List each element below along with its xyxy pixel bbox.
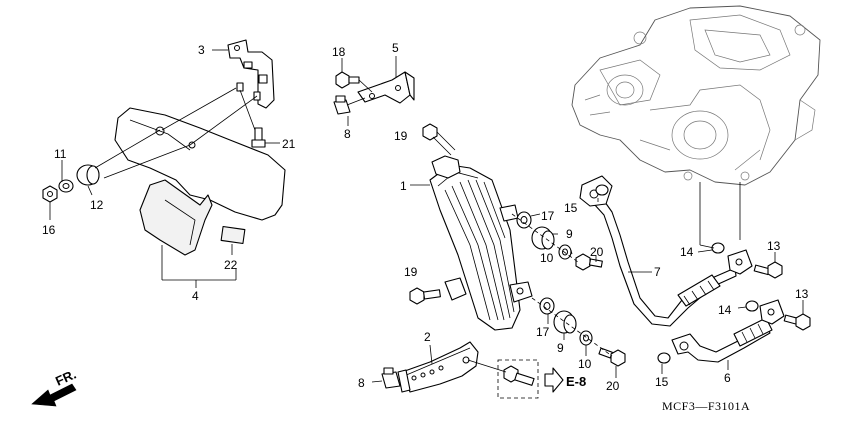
left-leaders [49,49,280,288]
grommet-9-upper [531,226,555,250]
clip-nut-8-top [333,95,351,115]
callout-3: 3 [198,43,205,57]
clip-nut-8-bottom [381,367,401,389]
bracket-3 [227,39,275,109]
collar-11 [58,179,74,193]
front-direction-label: FR. [53,367,78,389]
washer-17-upper [516,211,532,229]
nut-16 [42,185,58,203]
oil-pipe-6 [671,299,785,370]
engine-block [571,5,821,186]
callout-10-upper: 10 [540,251,554,265]
bolt-21 [251,127,266,148]
oil-pipe-7 [579,175,753,327]
bracket-2-leaders [371,344,507,383]
o-ring-15-upper [595,184,609,196]
reference-label: E-8 [566,374,586,389]
callout-11: 11 [54,147,67,161]
callout-16: 16 [42,223,56,237]
bracket-5-leaders [341,56,397,126]
washer-17-lower [539,297,555,315]
bolt-20-lower [598,347,626,367]
callout-9-upper: 9 [566,227,573,241]
pipe-leaders [597,182,804,374]
callout-21: 21 [282,137,296,151]
lower-axis [531,297,613,357]
reference-arrow-icon [544,367,564,393]
callout-1: 1 [400,179,407,193]
callout-20-lower: 20 [606,379,620,393]
callout-12: 12 [90,198,104,212]
callout-15-upper: 15 [564,201,578,215]
callout-13-lower: 13 [795,287,809,301]
oil-cooler-1 [429,155,533,331]
callout-15-lower: 15 [655,375,669,389]
seal-22 [220,225,246,245]
bolt-19-top [422,123,456,156]
grommet-9-lower [553,310,577,334]
callout-6: 6 [724,371,731,385]
callout-5: 5 [392,41,399,55]
front-arrow-icon [31,383,77,407]
grommet-12 [76,164,100,186]
bracket-2 [397,341,479,393]
callout-labels: 3 18 5 8 21 19 11 12 16 1 15 17 9 10 20 … [42,41,809,393]
callout-7: 7 [654,265,661,279]
callout-17-lower: 17 [536,325,550,339]
o-ring-15-lower [657,352,671,364]
callout-10-lower: 10 [578,357,592,371]
callout-8-top: 8 [344,127,351,141]
callout-14-lower: 14 [718,303,732,317]
callout-22: 22 [224,258,238,272]
callout-17-upper: 17 [541,209,555,223]
callout-19-top: 19 [394,129,408,143]
bolt-20-upper [575,253,603,271]
o-ring-14-lower [745,300,759,312]
cover-plate-4 [114,107,286,221]
bolt-18 [335,71,360,89]
bolt-13-lower [783,313,811,331]
callout-2: 2 [424,330,431,344]
callout-18: 18 [332,45,346,59]
callout-19-lower: 19 [404,265,418,279]
diagram-code: MCF3—F3101A [662,399,750,413]
collar-10-upper [558,244,572,260]
callout-4: 4 [192,289,199,303]
cover-lower-4 [139,179,213,256]
reference-box [497,359,539,399]
bolt-13-upper [753,261,783,279]
o-ring-14-upper [711,242,725,254]
callout-14-upper: 14 [680,245,694,259]
callout-20-upper: 20 [590,245,604,259]
callout-13-upper: 13 [767,239,781,253]
bolt-19-lower [409,287,441,305]
collar-10-lower [579,330,593,346]
callout-9-lower: 9 [557,341,564,355]
callout-8-bottom: 8 [358,376,365,390]
bracket-5 [357,71,415,104]
mount-leaders [410,184,617,378]
